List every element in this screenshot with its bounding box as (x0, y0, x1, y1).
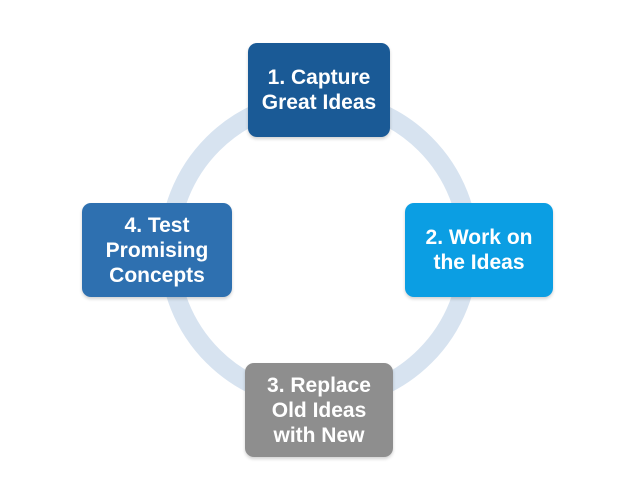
step-2-box: 2. Work onthe Ideas (405, 203, 553, 297)
step-4-box: 4. TestPromisingConcepts (82, 203, 232, 297)
step-3-box: 3. ReplaceOld Ideaswith New (245, 363, 393, 457)
step-3-label: 3. ReplaceOld Ideaswith New (267, 373, 371, 447)
step-4-label: 4. TestPromisingConcepts (105, 213, 209, 287)
step-2-label: 2. Work onthe Ideas (425, 226, 533, 274)
step-1-box: 1. CaptureGreat Ideas (248, 43, 390, 137)
step-1-label: 1. CaptureGreat Ideas (261, 66, 377, 114)
